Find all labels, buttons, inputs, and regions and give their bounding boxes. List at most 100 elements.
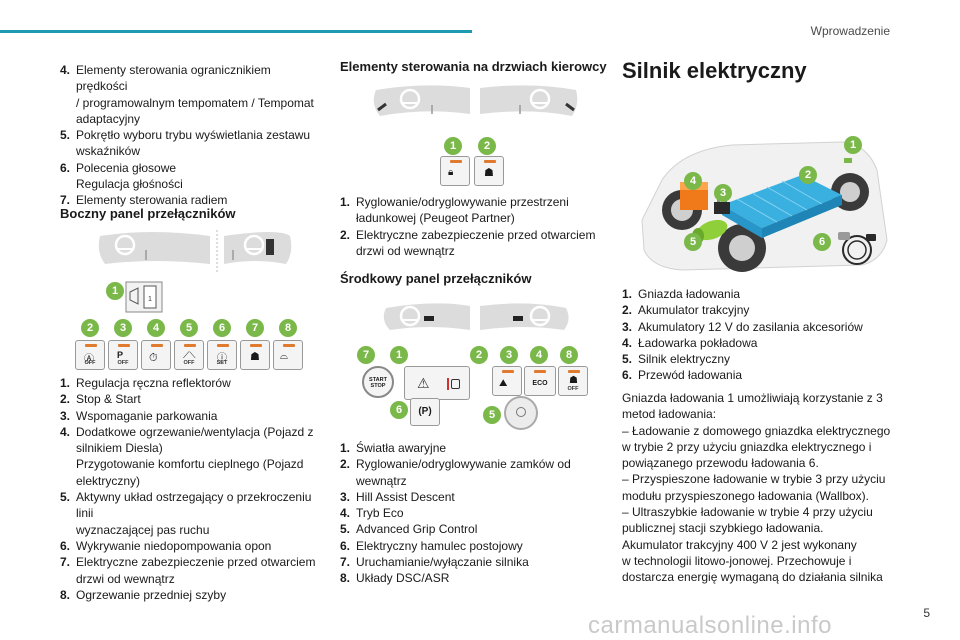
list-item: 2. Elektryczne zabezpieczenie przed otwar… [340, 227, 602, 260]
grip-control-icon [516, 407, 526, 417]
side-panel-heading: Boczny panel przełączników [60, 206, 236, 221]
side-badge-2: 2 [81, 319, 99, 337]
list-item: 2.Stop & Start [60, 391, 322, 407]
car-badge-1: 1 [844, 136, 862, 154]
list-item: 6.Przewód ładowania [622, 367, 902, 383]
door-child-lock-led [484, 160, 496, 163]
list-item: 2.Akumulator trakcyjny [622, 302, 902, 318]
lock-body-icon [451, 379, 460, 389]
list-item-number: 5. [60, 128, 71, 143]
child-lock-icon: ☗ [484, 167, 494, 179]
preheating-button[interactable]: ⏱ [141, 340, 171, 370]
list-item-number: 1. [340, 441, 351, 455]
list-item-number: 5. [340, 522, 351, 537]
list-item-text: Układy DSC/ASR [356, 570, 602, 586]
list-item-number: 5. [60, 490, 71, 505]
list-item-number: 6. [340, 538, 351, 553]
lane-departure-label: OFF [183, 360, 195, 366]
grip-control-dial[interactable] [504, 396, 538, 430]
parking-brake-switch[interactable]: (P) [410, 398, 440, 426]
lane-departure-icon: ⟋⟍ [183, 350, 196, 360]
list-item-line: ładunkowej (Peugeot Partner) [356, 211, 515, 226]
door-dashboard-left [373, 85, 470, 116]
lane-departure-button[interactable]: ⟋⟍ OFF [174, 340, 204, 370]
list-item-number: 5. [622, 352, 633, 367]
door-badge-2: 2 [478, 137, 496, 155]
svg-text:1: 1 [148, 296, 152, 303]
section-title: Wprowadzenie [810, 24, 890, 38]
list-item-number: 6. [60, 160, 71, 175]
list-item-line: Stop & Start [76, 392, 141, 407]
dsc-off-button[interactable]: ☗ OFF [558, 366, 588, 396]
park-assist-button[interactable]: P OFF [108, 340, 138, 370]
center-badge-6: 6 [390, 401, 408, 419]
windscreen-heat-button[interactable]: ⌓ [273, 340, 303, 370]
cargo-lock-button[interactable]: 🔒︎ [440, 156, 470, 186]
center-badge-1: 1 [390, 346, 408, 364]
tyre-pressure-led [217, 344, 229, 347]
side-badge-6: 6 [213, 319, 231, 337]
car-badge-3: 3 [714, 184, 732, 202]
list-item: 7.Elektryczne zabezpieczenie przed otwar… [60, 554, 322, 587]
door-child-lock-button[interactable]: ☗ [474, 156, 504, 186]
list-item-text: Pokrętło wyboru trybu wyświetlania zesta… [76, 127, 322, 160]
list-item-text: Akumulatory 12 V do zasilania akcesoriów [638, 319, 902, 335]
start-label: START [369, 377, 387, 383]
start-stop-button[interactable]: START STOP [362, 366, 394, 398]
list-item-line: wyznaczającej pas ruchu [76, 522, 210, 537]
tyre-pressure-label: SET [216, 360, 228, 366]
hazard-button[interactable]: ⚠︎ [417, 375, 430, 392]
paragraph-line: Gniazda ładowania 1 umożliwiają korzysta… [622, 391, 883, 405]
preheating-led [151, 344, 163, 347]
list-item-text: Elektryczne zabezpieczenie przed otwarci… [356, 227, 602, 260]
list-item-text: Przewód ładowania [638, 367, 902, 383]
center-dashboard-right [480, 303, 569, 330]
list-item-line: Hill Assist Descent [356, 489, 455, 504]
list-item: 5.Aktywny układ ostrzegający o przekrocz… [60, 489, 322, 538]
list-item-line: Wspomaganie parkowania [76, 408, 218, 423]
child-lock-icon: ☗ [250, 351, 260, 363]
child-lock-button[interactable]: ☗ [240, 340, 270, 370]
list-item-number: 1. [60, 376, 71, 390]
paragraph-line: w trybie 2 przy użyciu gniazdka elektryc… [622, 439, 872, 454]
list-item-line: Silnik elektryczny [638, 352, 731, 367]
center-badge-8: 8 [560, 346, 578, 364]
list-item-line: Elementy sterowania radiem [76, 193, 228, 208]
list-item: 5. Pokrętło wyboru trybu wyświetlania zes… [60, 127, 322, 160]
list-item-number: 7. [340, 555, 351, 570]
windscreen-heat-led [283, 344, 295, 347]
stop-start-button[interactable]: Ⓐ OFF [75, 340, 105, 370]
side-badge-5: 5 [180, 319, 198, 337]
stop-label: STOP [370, 383, 386, 389]
hill-descent-button[interactable]: ⛰︎ [492, 366, 522, 396]
list-item-text: Wspomaganie parkowania [76, 408, 322, 424]
list-item-line: Przygotowanie komfortu cieplnego (Pojazd [76, 457, 304, 472]
list-item-number: 2. [340, 227, 351, 242]
list-item-line: Akumulator trakcyjny [638, 303, 750, 318]
hill-descent-led [502, 370, 514, 373]
center-panel-heading: Środkowy panel przełączników [340, 271, 532, 286]
list-item: 6. Elektryczny hamulec postojowy [340, 538, 602, 554]
list-item-number: 1. [340, 195, 351, 209]
list-item: 6.Wykrywanie niedopompowania opon [60, 538, 322, 554]
list-item-line: Pokrętło wyboru trybu wyświetlania zesta… [76, 128, 311, 143]
list-item-line: Elementy sterowania ogranicznikiem prędk… [76, 63, 271, 94]
eco-led [534, 370, 546, 373]
car-badge-4: 4 [684, 172, 702, 190]
lock-button[interactable] [447, 374, 461, 392]
list-item-number: 3. [340, 489, 351, 504]
list-item-text: Wykrywanie niedopompowania opon [76, 538, 322, 554]
eco-button[interactable]: ECO [524, 366, 556, 396]
paragraph-line: w technologii litowo-jonowej. Przechowuj… [622, 553, 852, 568]
list-item-text: Gniazda ładowania [638, 286, 902, 302]
list-item-text: Elektryczny hamulec postojowy [356, 538, 602, 554]
tyre-pressure-button[interactable]: ⓘ SET [207, 340, 237, 370]
watermark: carmanualsonline.info [588, 612, 832, 639]
list-item-line: Światła awaryjne [356, 441, 447, 455]
list-item: 7.Elementy sterowania radiem [60, 192, 322, 208]
traction-battery [722, 175, 842, 238]
